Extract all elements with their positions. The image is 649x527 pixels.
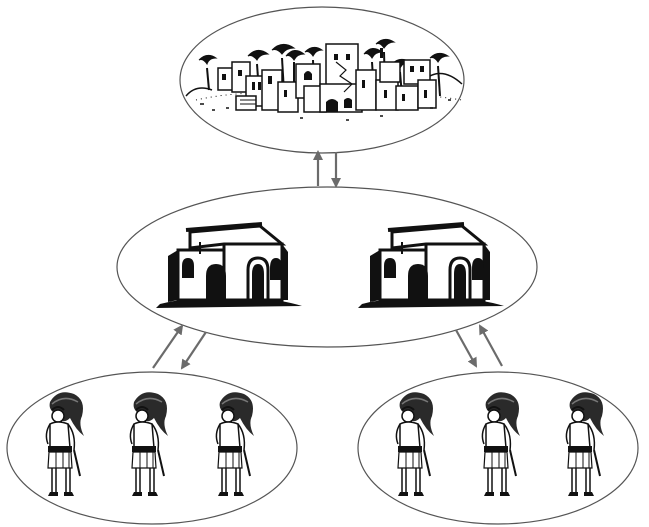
arrow-workers-right-to-houses [479, 324, 503, 367]
city-illustration [185, 38, 463, 121]
arrow-houses-to-workers-right [455, 329, 477, 368]
arrow-workers-left-to-houses [152, 324, 184, 369]
arrow-houses-to-workers-left [180, 331, 207, 370]
